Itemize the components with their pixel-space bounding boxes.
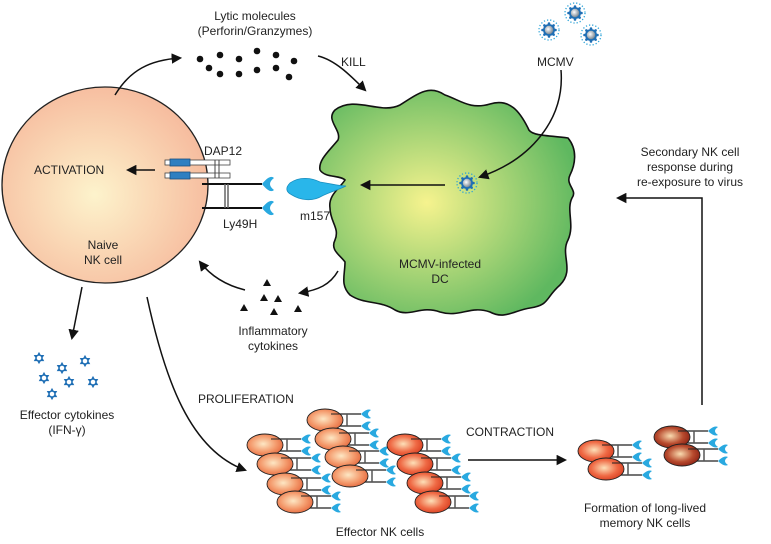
effector-nk-cell — [256, 452, 322, 476]
secondary-response-arrow — [615, 192, 703, 405]
dap12-label: DAP12 — [204, 144, 243, 158]
dc-label: MCMV-infected DC — [398, 257, 482, 286]
arrow-to-lytic — [114, 53, 183, 96]
ly49h-label: Ly49H — [223, 217, 258, 231]
ifn-arrow — [68, 286, 83, 341]
virus-particle — [564, 2, 586, 24]
effector-nk-cell — [331, 464, 397, 488]
ly49h-receptor — [202, 176, 274, 216]
effector-nk-cells-label: Effector NK cells — [335, 525, 425, 539]
dap12-receptor — [164, 158, 231, 180]
m157-molecule — [286, 177, 347, 201]
effector-nk-cell — [276, 490, 342, 514]
kill-arrow — [317, 55, 367, 92]
lytic-molecule-dots — [196, 47, 298, 81]
virus-particle — [580, 24, 602, 46]
dc-to-cytokine-arrow — [297, 270, 339, 297]
activation-label: ACTIVATION — [34, 163, 105, 177]
memory-nk-cell — [663, 443, 729, 467]
contraction-label: CONTRACTION — [466, 425, 554, 439]
lytic-molecules-label: Lytic molecules (Perforin/Granzymes) — [197, 9, 313, 38]
naive-nk-cell-label: Naive NK cell — [83, 238, 122, 267]
effector-nk-cell — [396, 452, 462, 476]
secondary-response-label: Secondary NK cell response during re-exp… — [636, 145, 744, 189]
m157-label: m157 — [300, 209, 331, 223]
memory-nk-cell — [587, 457, 653, 481]
effector-nk-cells — [246, 408, 480, 514]
effector-nk-cell — [324, 445, 390, 469]
effector-nk-cell — [414, 490, 480, 514]
inflammatory-cytokines-label: Inflammatory cytokines — [238, 324, 308, 353]
proliferation-arrow — [146, 296, 247, 473]
inflammatory-cytokine-triangles — [240, 279, 302, 315]
proliferation-label: PROLIFERATION — [198, 392, 294, 406]
memory-nk-cell — [653, 425, 719, 449]
virus-particle — [538, 19, 560, 41]
effector-nk-cell — [386, 433, 452, 457]
ifn-gamma-stars — [33, 351, 99, 401]
mcmv-label: MCMV — [537, 55, 574, 69]
memory-nk-cells-label: Formation of long-lived memory NK cells — [583, 501, 707, 530]
cytokine-to-nk-arrow — [198, 260, 246, 291]
effector-cytokines-label: Effector cytokines (IFN-γ) — [19, 408, 115, 437]
effector-nk-cell — [406, 471, 472, 495]
memory-nk-cells — [577, 425, 729, 481]
mcmv-infected-dc — [319, 89, 576, 316]
effector-nk-cell — [246, 433, 312, 457]
kill-label: KILL — [341, 55, 366, 69]
effector-nk-cell — [306, 408, 372, 432]
mcmv-entry-arrow — [478, 69, 562, 180]
